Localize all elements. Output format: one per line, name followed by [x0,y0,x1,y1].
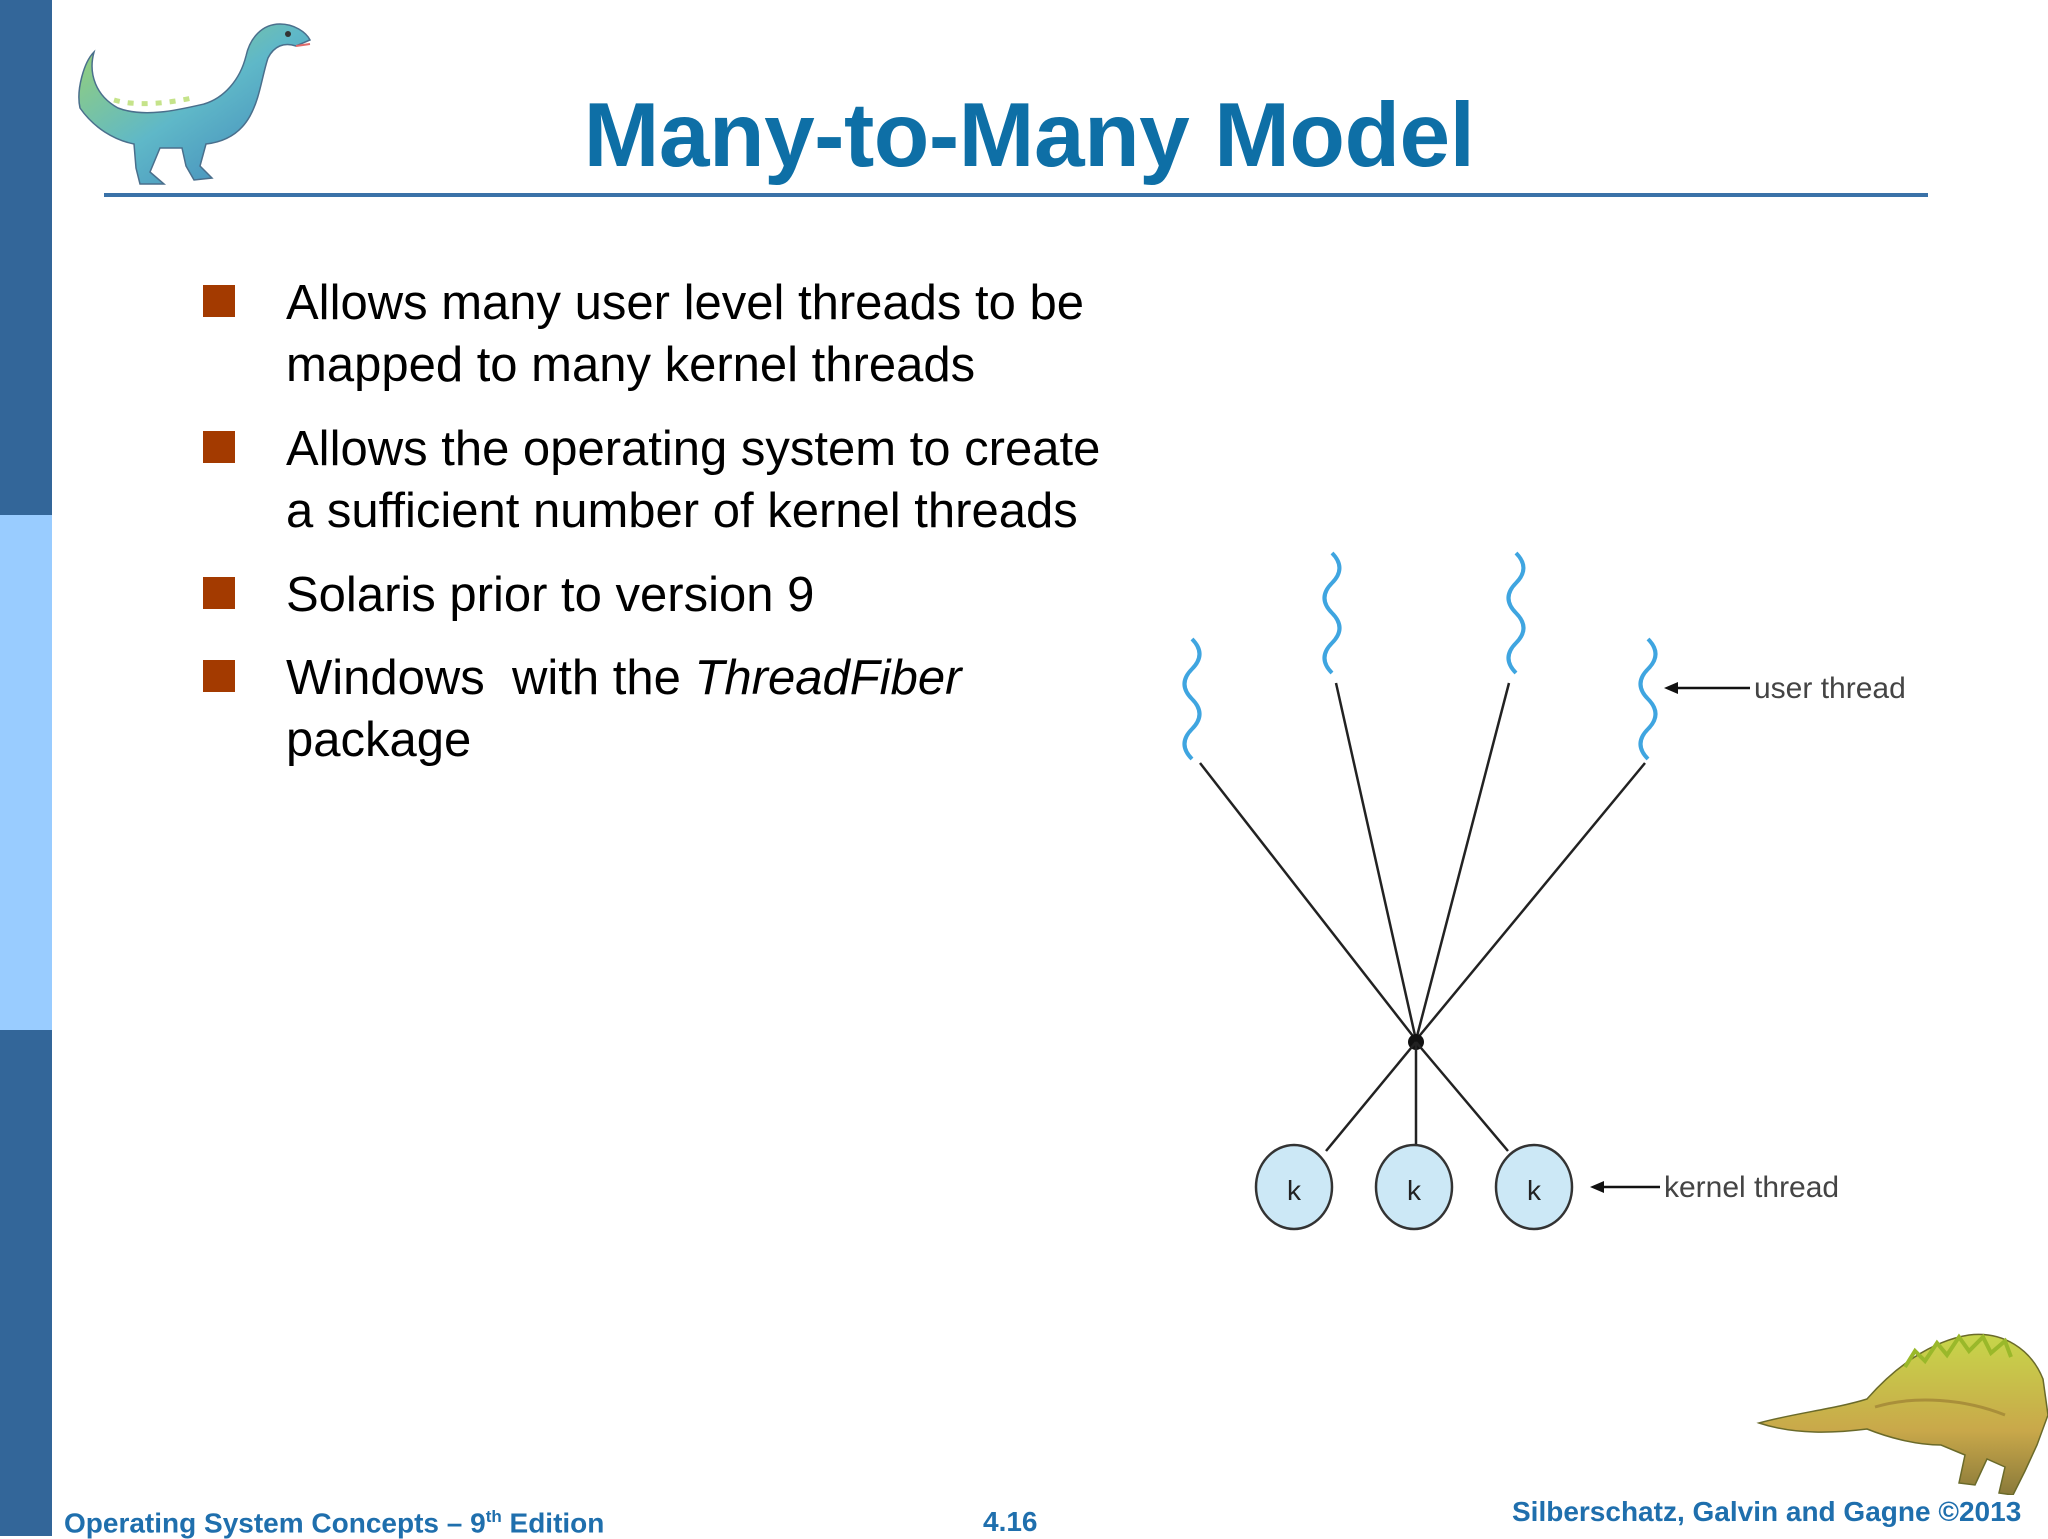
footer-book-sup: th [485,1507,502,1526]
square-bullet-icon [203,285,235,317]
kernel-thread-node-1: k [1254,1143,1334,1231]
kernel-node-label: k [1527,1175,1542,1206]
bullet-text: Allows many user level threads to be map… [286,272,1186,396]
dinosaur-logo-top [78,23,312,185]
sidebar-bottom-band [0,1030,52,1536]
many-to-many-diagram: k k k user thread kernel thread [1182,551,1906,1231]
bullet-line: Windows with the ThreadFiber [286,647,1186,709]
sidebar-top-band [0,0,52,515]
user-thread-wave-1 [1182,637,1202,761]
threadfiber-term: ThreadFiber [694,651,962,705]
user-to-hub-line-2 [1334,682,1418,1041]
footer-book-title: Operating System Concepts – 9th Edition [64,1507,604,1539]
footer-book-suffix: Edition [501,1507,605,1539]
hub-to-kernel-line-3 [1415,1041,1509,1152]
kernel-thread-node-2: k [1374,1143,1454,1231]
dinosaur-logo-bottom [1756,1333,2048,1495]
slide-title: Many-to-Many Model [583,85,1475,186]
user-to-hub-line-3 [1414,682,1511,1041]
user-thread-wave-2 [1322,551,1342,675]
user-thread-arrowhead [1664,682,1678,694]
bullet-line: Solaris prior to version 9 [286,568,815,622]
user-to-hub-line-1 [1199,762,1417,1041]
bullet-line: a sufficient number of kernel threads [286,484,1078,538]
bullet-text: Windows with the ThreadFiber package [286,647,1186,771]
footer-book-prefix: Operating System Concepts – 9 [64,1507,486,1539]
sidebar-middle-band [0,515,52,1030]
kernel-thread-label: kernel thread [1664,1171,1839,1204]
user-to-hub-line-4 [1415,762,1646,1041]
kernel-thread-node-3: k [1494,1143,1574,1231]
square-bullet-icon [203,660,235,692]
bullet-line: mapped to many kernel threads [286,338,976,392]
kernel-node-label: k [1287,1175,1302,1206]
bullet-text-prefix: Windows with the [286,651,695,705]
bullet-line: package [286,713,472,767]
square-bullet-icon [203,577,235,609]
square-bullet-icon [203,431,235,463]
footer-copyright: Silberschatz, Galvin and Gagne ©2013 [1512,1496,2022,1527]
bullet-line: Allows the operating system to create [286,422,1101,476]
kernel-node-label: k [1407,1175,1422,1206]
bullet-line: Allows many user level threads to be [286,276,1084,330]
kernel-thread-arrowhead [1590,1181,1604,1193]
hub-to-kernel-line-1 [1325,1041,1417,1152]
bullet-text: Allows the operating system to create a … [286,418,1186,542]
user-thread-wave-4 [1638,637,1658,761]
user-thread-wave-3 [1506,551,1526,675]
page-number: 4.16 [983,1506,1038,1537]
user-thread-label: user thread [1754,672,1906,705]
title-underline-rule [104,193,1928,197]
bullet-text: Solaris prior to version 9 [286,564,1186,626]
